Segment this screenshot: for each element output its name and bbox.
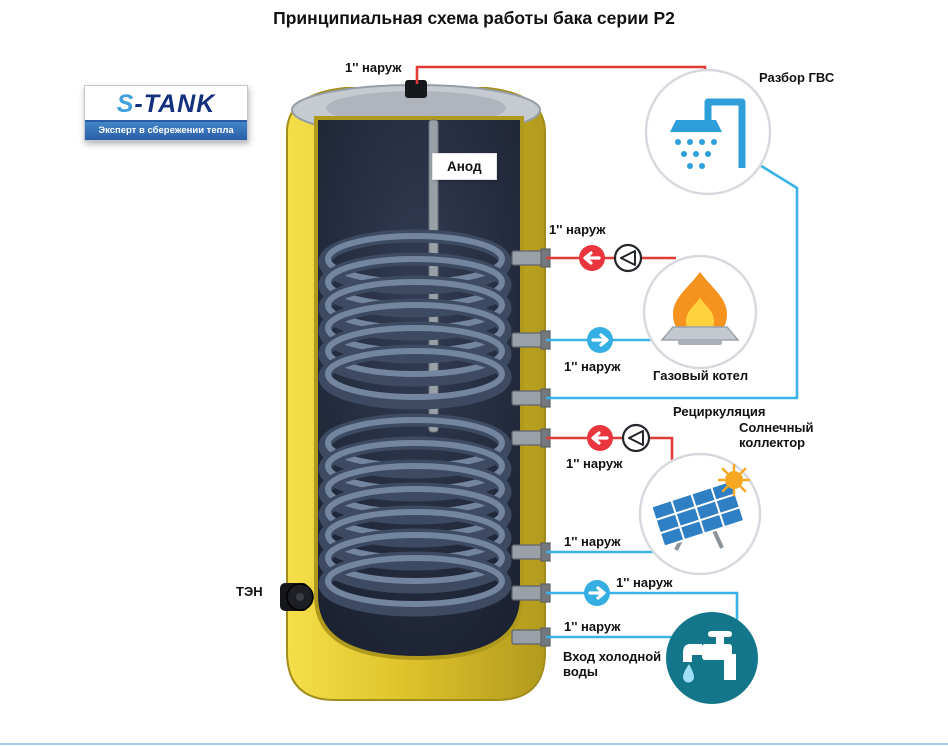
port-nipple (511, 544, 543, 560)
pump-icon (613, 243, 643, 273)
storage-tank (280, 80, 551, 701)
port-label-cold-lower: 1'' наруж (564, 619, 621, 634)
solar-collector-badge (638, 452, 762, 576)
sun-icon (717, 463, 751, 497)
shower-icon (670, 98, 746, 169)
burner-stand-icon (660, 326, 740, 345)
page-title: Принципиальная схема работы бака серии Р… (273, 8, 675, 28)
label-cold-water-inlet: Вход холодной воды (563, 649, 662, 680)
port-label-cold-main: 1'' наруж (616, 575, 673, 590)
brand-logo-s: S (116, 90, 135, 118)
label-gas-boiler: Газовый котел (653, 368, 749, 383)
port-nipple (511, 390, 543, 406)
dhw-shower-badge (644, 68, 772, 196)
port-label-solar-return: 1'' наруж (564, 534, 621, 549)
tank-top-cap (405, 80, 427, 98)
port-label-top-outlet: 1'' наруж (345, 60, 402, 75)
bottom-divider (0, 743, 948, 745)
port-label-solar-supply: 1'' наруж (566, 456, 623, 471)
port-nipple (511, 629, 543, 645)
label-solar-collector: Солнечный коллектор (739, 420, 814, 451)
label-recirculation: Рециркуляция (673, 404, 766, 419)
port-nipple (511, 585, 543, 601)
flow-arrow-left-icon (579, 245, 605, 271)
port-nipple (511, 430, 543, 446)
label-dhw: Разбор ГВС (759, 70, 835, 85)
tank-ports (511, 248, 551, 647)
port-nipple (511, 250, 543, 266)
faucet-icon (683, 631, 736, 683)
upper-heat-exchanger-coil (318, 229, 512, 410)
lower-heat-exchanger-coil (318, 413, 512, 617)
port-label-boiler-supply: 1'' наруж (549, 222, 606, 237)
brand-tagline: Эксперт в сбережении тепла (85, 122, 247, 140)
hot-dhw-line (415, 65, 707, 84)
pump-icon (621, 423, 651, 453)
flow-arrow-right-icon (584, 580, 610, 606)
flow-arrow-right-icon (587, 327, 613, 353)
label-heater: ТЭН (236, 584, 263, 599)
port-nipple (511, 332, 543, 348)
brand-logo-text: S-TANK (85, 86, 247, 122)
cold-water-badge (666, 612, 758, 704)
flow-arrow-left-icon (587, 425, 613, 451)
gas-boiler-badge (642, 254, 758, 370)
cold-recirculation-line (546, 162, 799, 400)
brand-logo: S-TANK Эксперт в сбережении тепла (84, 85, 248, 141)
port-label-boiler-return: 1'' наруж (564, 359, 621, 374)
anode-label: Анод (433, 154, 496, 179)
brand-logo-rest: -TANK (134, 90, 216, 118)
solar-panel-icon (650, 463, 751, 551)
electric-heater (280, 583, 314, 611)
